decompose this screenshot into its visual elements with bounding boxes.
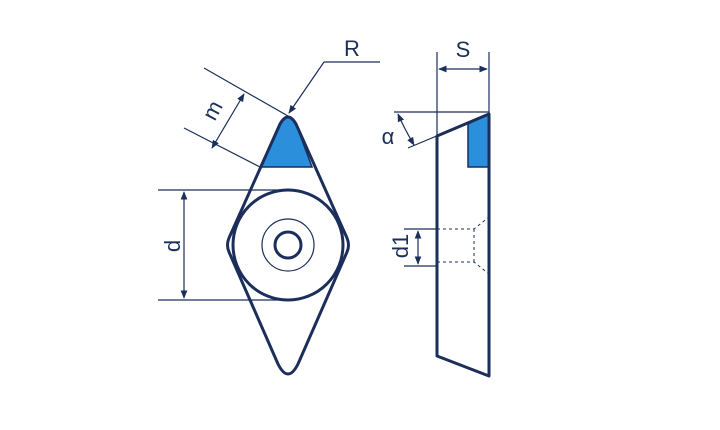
hole-diameter-label: d1 <box>388 234 413 258</box>
radius-leader: R <box>288 36 380 114</box>
hole-circle <box>273 230 303 260</box>
countersink-circle <box>261 218 315 272</box>
edge-length-label: m <box>197 96 228 124</box>
inscribed-circle-dimension: d <box>158 189 288 301</box>
front-view <box>226 115 350 376</box>
hole-diameter-dimension: d1 <box>388 228 437 267</box>
thickness-dimension: S <box>436 37 490 136</box>
clearance-angle-dimension: α <box>382 111 490 149</box>
inscribed-circle-label: d <box>160 240 185 252</box>
inscribed-circle <box>231 188 345 302</box>
thickness-label: S <box>456 37 471 62</box>
side-view <box>435 112 491 378</box>
clearance-angle-label: α <box>382 124 395 149</box>
hidden-hole-lines <box>437 216 490 275</box>
radius-label: R <box>344 36 360 61</box>
insert-outline <box>226 115 350 376</box>
